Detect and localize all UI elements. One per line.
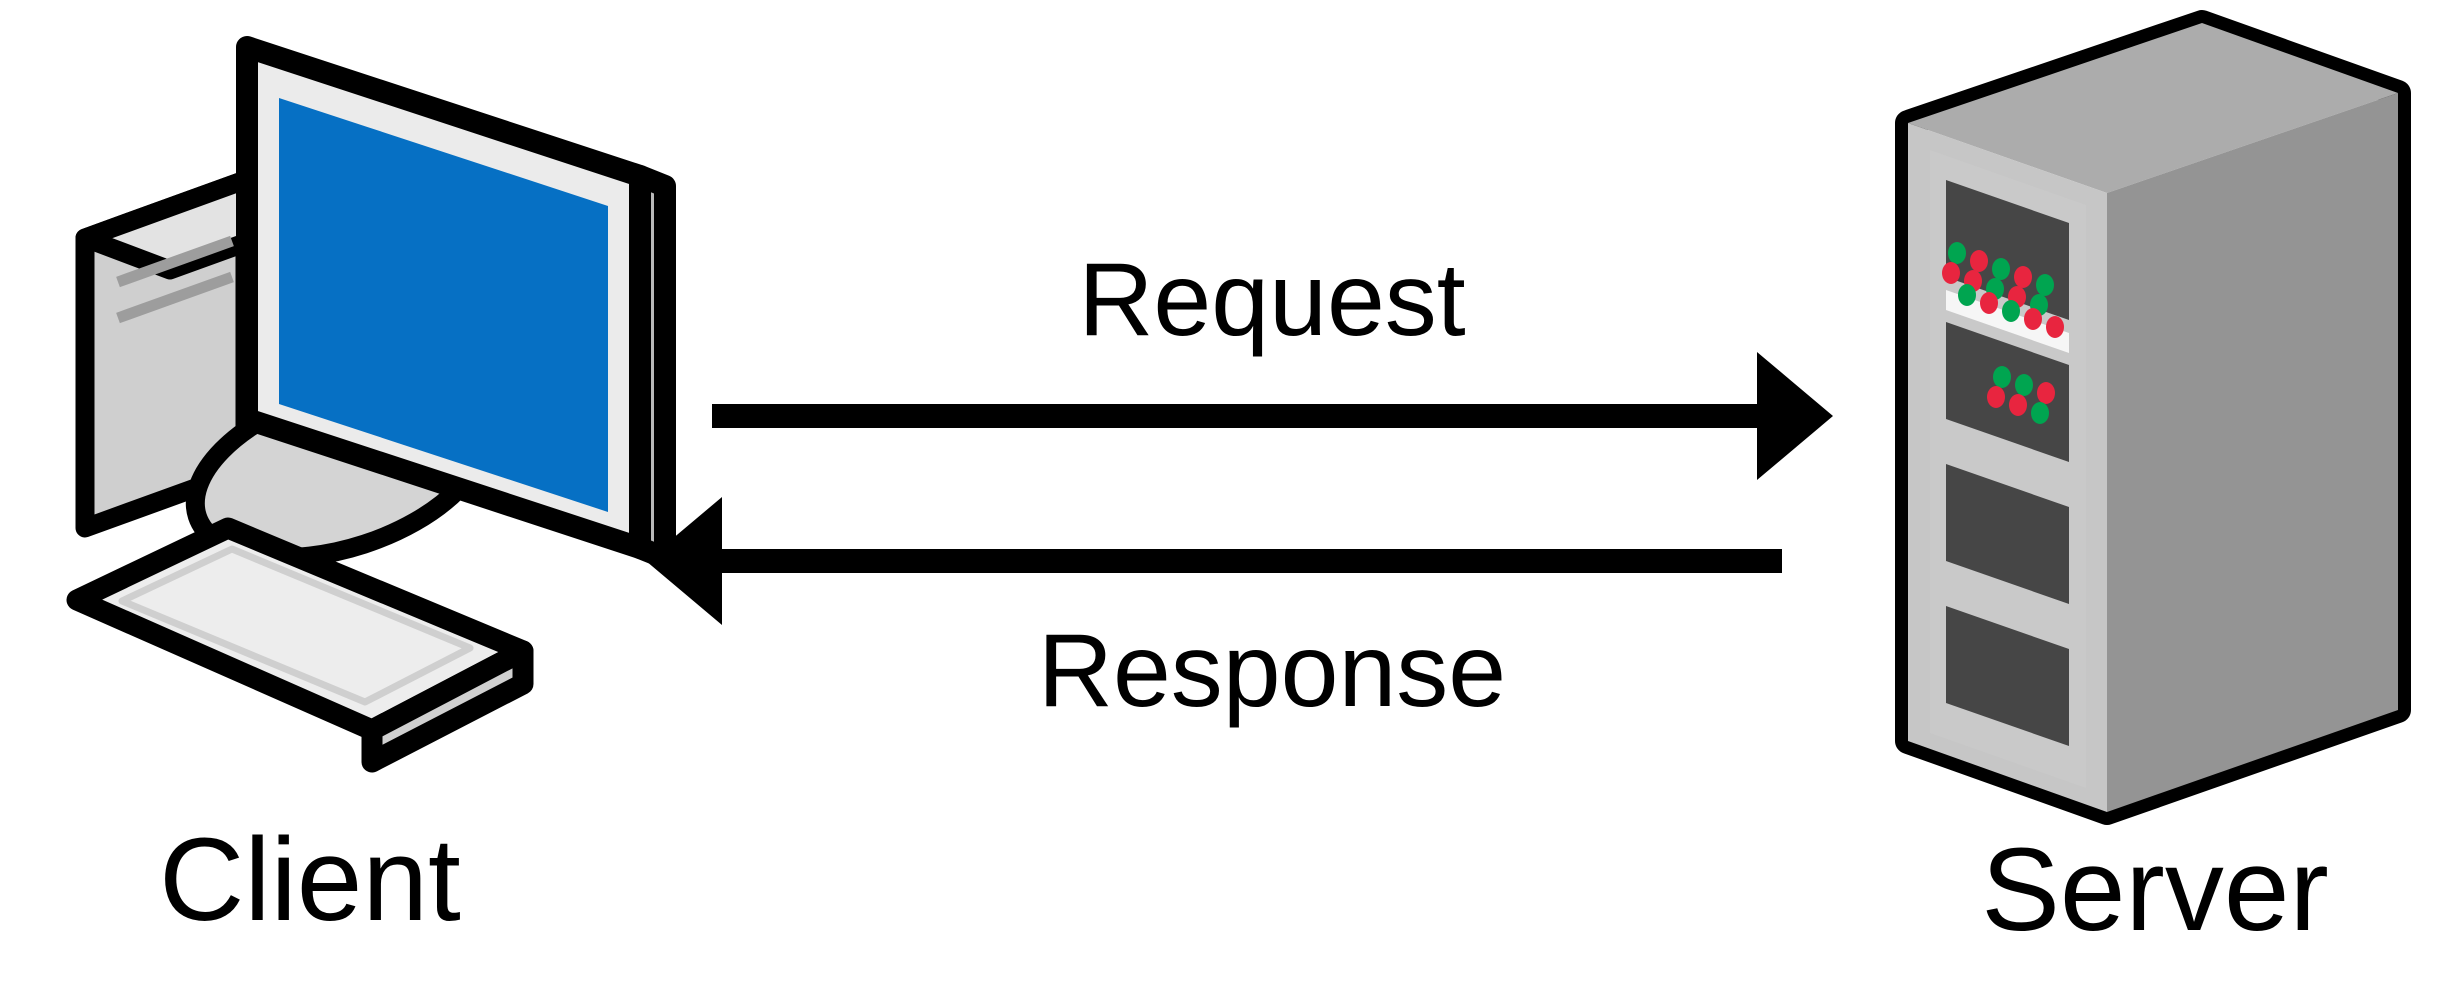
client-keyboard xyxy=(66,517,534,773)
client-label: Client xyxy=(159,814,461,946)
led-red xyxy=(1987,386,2005,408)
keyboard-key-area xyxy=(118,545,474,706)
monitor-edge-thickness xyxy=(629,165,676,569)
server-top-face xyxy=(1908,23,2398,193)
led-green xyxy=(2036,274,2054,296)
led-red xyxy=(1980,292,1998,314)
server-tower-icon: Server xyxy=(1895,10,2411,956)
led-green xyxy=(1992,258,2010,280)
led-red xyxy=(2014,266,2032,288)
request-arrow xyxy=(712,352,1833,480)
client-computer-icon: Client xyxy=(66,36,676,946)
server-side-face xyxy=(2107,93,2398,812)
monitor-screen xyxy=(279,98,608,512)
led-red xyxy=(1970,250,1988,272)
server-bay-2 xyxy=(1946,322,2069,462)
response-arrow xyxy=(646,497,1782,625)
request-arrow-head xyxy=(1757,352,1833,480)
led-red xyxy=(2024,308,2042,330)
led-red xyxy=(2009,394,2027,416)
server-label: Server xyxy=(1981,824,2329,956)
led-green xyxy=(1958,284,1976,306)
server-led-cluster-upper xyxy=(1942,242,2064,338)
server-bay-4 xyxy=(1946,606,2069,746)
server-bay-3 xyxy=(1946,464,2069,604)
response-label: Response xyxy=(1038,613,1506,729)
request-label: Request xyxy=(1078,242,1465,358)
response-arrow-shaft xyxy=(722,549,1782,573)
led-red xyxy=(1942,262,1960,284)
led-green xyxy=(1993,366,2011,388)
tower-slot-1 xyxy=(116,235,234,288)
monitor-panel xyxy=(236,36,676,569)
server-optical-slot xyxy=(1946,290,2069,353)
led-red xyxy=(2037,382,2055,404)
request-arrow-shaft xyxy=(712,404,1757,428)
response-arrow-head xyxy=(646,497,722,625)
led-red xyxy=(2046,316,2064,338)
tower-slot-2 xyxy=(116,271,234,324)
server-led-cluster-lower xyxy=(1987,366,2055,424)
led-green xyxy=(1948,242,1966,264)
led-green xyxy=(2031,402,2049,424)
led-green xyxy=(2015,374,2033,396)
keyboard-front-edge xyxy=(361,640,534,773)
led-green xyxy=(2002,300,2020,322)
